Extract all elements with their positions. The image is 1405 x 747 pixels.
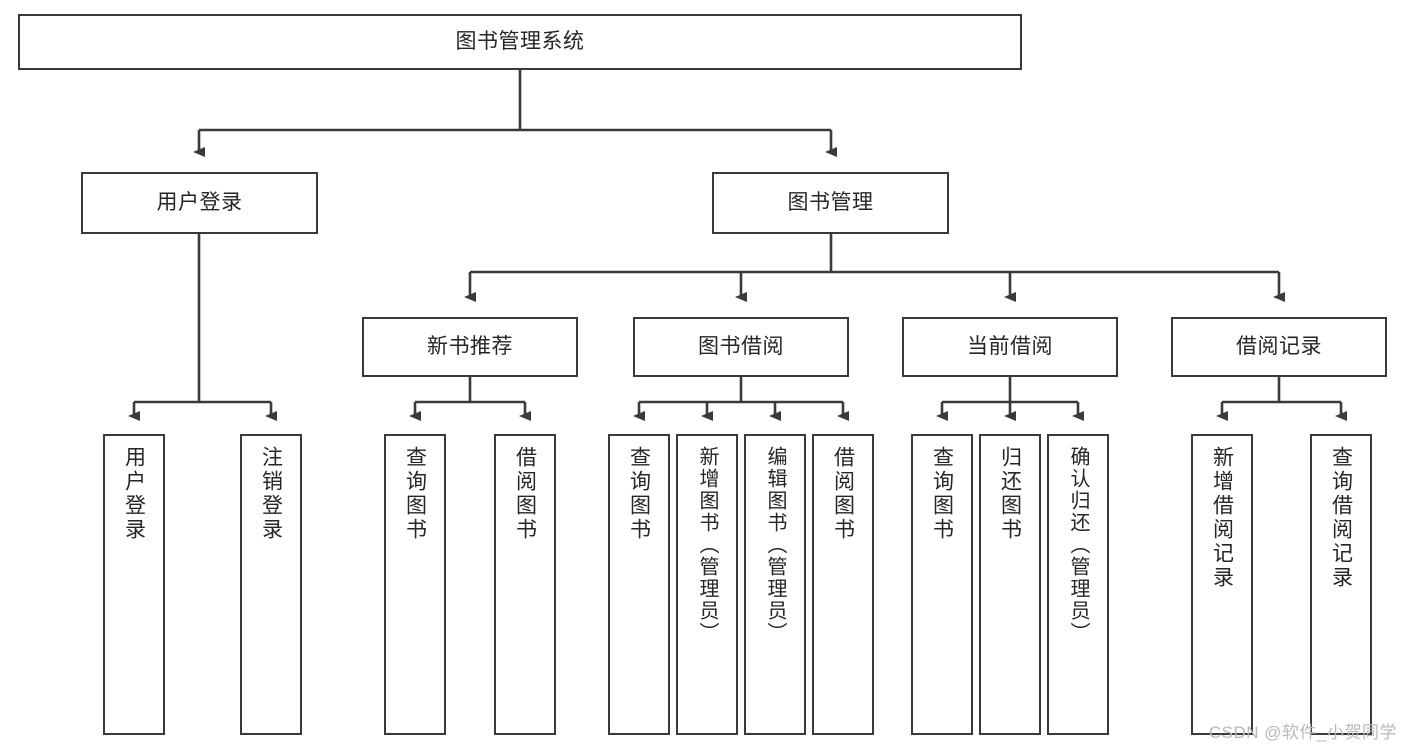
leaf-book-borrow-0[interactable]: 查询图书 [608,434,670,735]
leaf-book-borrow-3-label: 借阅图书 [831,446,855,542]
node-book-manage-label: 图书管理 [787,190,874,214]
leaf-current-borrow-2[interactable]: 确认归还（管理员） [1047,434,1109,735]
leaf-new-book-1-label: 借阅图书 [513,446,537,542]
leaf-user-login-0[interactable]: 用户登录 [103,434,165,735]
node-borrow-records[interactable]: 借阅记录 [1171,317,1387,377]
leaf-current-borrow-0-label: 查询图书 [930,446,954,542]
leaf-new-book-0-label: 查询图书 [403,446,427,542]
node-root-label: 图书管理系统 [455,29,585,53]
leaf-current-borrow-2-label: 确认归还（管理员） [1067,446,1089,644]
leaf-new-book-1[interactable]: 借阅图书 [494,434,556,735]
node-user-login[interactable]: 用户登录 [81,172,318,234]
leaf-book-borrow-1[interactable]: 新增图书（管理员） [676,434,738,735]
node-new-book-recommend[interactable]: 新书推荐 [362,317,578,377]
node-current-borrow[interactable]: 当前借阅 [902,317,1118,377]
node-root[interactable]: 图书管理系统 [18,14,1022,70]
watermark-text: CSDN @软件_小贺同学 [1208,723,1397,742]
leaf-borrow-records-1[interactable]: 查询借阅记录 [1310,434,1372,735]
leaf-borrow-records-0-label: 新增借阅记录 [1210,446,1234,590]
leaf-current-borrow-0[interactable]: 查询图书 [911,434,973,735]
leaf-new-book-0[interactable]: 查询图书 [384,434,446,735]
leaf-user-login-1-label: 注销登录 [259,446,283,542]
node-current-borrow-label: 当前借阅 [967,334,1053,358]
leaf-borrow-records-0[interactable]: 新增借阅记录 [1191,434,1253,735]
leaf-book-borrow-0-label: 查询图书 [627,446,651,542]
node-book-borrow[interactable]: 图书借阅 [633,317,849,377]
leaf-book-borrow-1-label: 新增图书（管理员） [696,446,718,644]
leaf-book-borrow-2-label: 编辑图书（管理员） [764,446,786,644]
leaf-borrow-records-1-label: 查询借阅记录 [1329,446,1353,590]
node-book-borrow-label: 图书借阅 [698,334,784,358]
leaf-current-borrow-1-label: 归还图书 [998,446,1022,542]
leaf-current-borrow-1[interactable]: 归还图书 [979,434,1041,735]
leaf-book-borrow-2[interactable]: 编辑图书（管理员） [744,434,806,735]
leaf-user-login-1[interactable]: 注销登录 [240,434,302,735]
leaf-book-borrow-3[interactable]: 借阅图书 [812,434,874,735]
node-borrow-records-label: 借阅记录 [1236,334,1322,358]
node-user-login-label: 用户登录 [156,190,243,214]
node-book-manage[interactable]: 图书管理 [712,172,949,234]
leaf-user-login-0-label: 用户登录 [122,446,146,542]
node-new-book-recommend-label: 新书推荐 [427,334,513,358]
